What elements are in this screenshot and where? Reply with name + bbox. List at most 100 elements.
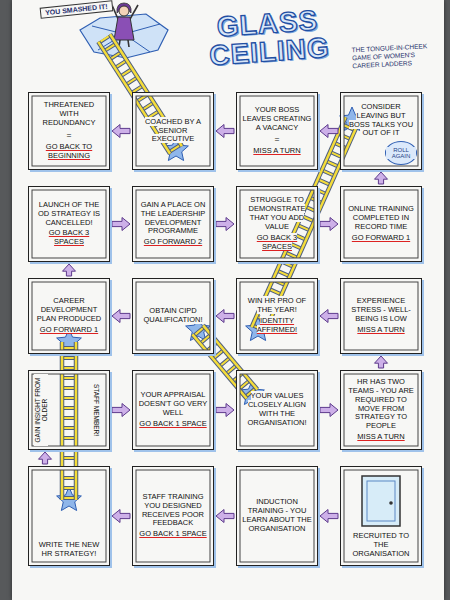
board-square: WRITE THE NEW HR STRATEGY! — [28, 466, 110, 566]
text-holder: WIN HR PRO OF THE YEAR! — [242, 297, 312, 315]
broken-glass — [80, 14, 168, 58]
text-holder: GO FORWARD 2 — [138, 238, 208, 247]
square-text: GAIN A PLACE ON THE LEADERSHIP DEVELOPME… — [141, 200, 206, 236]
text-holder: = — [242, 134, 312, 145]
text-holder: INDUCTION TRAINING - YOU LEARN ABOUT THE… — [242, 498, 312, 533]
text-holder: GO FORWARD 1 — [346, 234, 416, 243]
path-arrow — [63, 264, 76, 276]
board-square: YOUR BOSS LEAVES CREATING A VACANCY=MISS… — [236, 92, 318, 170]
subtitle: THE TONGUE-IN-CHEEK GAME OF WOMEN'S CARE… — [351, 42, 440, 71]
board-title: GLASS CEILING — [184, 4, 353, 71]
square-text: ONLINE TRAINING COMPLETED IN RECORD TIME — [348, 204, 414, 231]
square-text: STRUGGLE TO DEMONSTRATE THAT YOU ADD VAL… — [249, 195, 306, 231]
ladder-rail — [74, 342, 79, 500]
square-text: WIN HR PRO OF THE YEAR! — [248, 296, 306, 314]
text-holder: = — [34, 130, 104, 141]
text-holder: THREATENED WITH REDUNDANCY — [34, 101, 104, 128]
board-square: ONLINE TRAINING COMPLETED IN RECORD TIME… — [340, 186, 422, 262]
square-text: CONSIDER LEAVING BUT BOSS TALKS YOU OUT … — [349, 102, 413, 138]
square-text: YOUR VALUES CLOSELY ALIGN WITH THE ORGAN… — [247, 391, 306, 427]
square-text: WRITE THE NEW HR STRATEGY! — [39, 540, 100, 558]
square-text: COACHED BY A SENIOR EXECUTIVE — [145, 117, 201, 144]
text-holder: MISS A TURN — [346, 433, 416, 442]
equals-sign: = — [275, 134, 280, 144]
ladder-rail — [60, 342, 65, 500]
penalty-instruction: MISS A TURN — [253, 146, 300, 155]
penalty-instruction: GO FORWARD 2 — [144, 237, 202, 246]
text-holder: WRITE THE NEW HR STRATEGY! — [34, 541, 104, 559]
text-holder: GO BACK 3 SPACES — [34, 229, 104, 247]
board-square: STRUGGLE TO DEMONSTRATE THAT YOU ADD VAL… — [236, 186, 318, 262]
square-text: RECRUITED TO THE ORGANISATION — [353, 531, 410, 558]
path-arrow — [320, 310, 338, 323]
ladder-rail — [203, 325, 257, 389]
door-panel — [367, 481, 395, 521]
board-square: CONSIDER LEAVING BUT BOSS TALKS YOU OUT … — [340, 92, 422, 170]
board-square: YOUR APPRAISAL DOESN'T GO VERY WELL GO BA… — [132, 370, 214, 450]
penalty-instruction: MISS A TURN — [357, 432, 404, 441]
penalty-instruction: GO BACK 1 SPACE — [139, 529, 206, 538]
square-text: THREATENED WITH REDUNDANCY — [43, 100, 96, 127]
penalty-instruction: GO BACK 3 SPACES — [257, 233, 297, 251]
path-arrow — [320, 404, 338, 417]
board-square: EXPERIENCE STRESS - WELL-BEING IS LOW MIS… — [340, 278, 422, 354]
dress — [114, 17, 134, 40]
ladder — [192, 325, 257, 398]
square-text: OBTAIN CIPD QUALIFICATION! — [143, 306, 202, 324]
ladder-rungs — [62, 342, 76, 500]
penalty-instruction: GO BACK 1 SPACE — [139, 419, 206, 428]
text-holder: LAUNCH OF THE OD STRATEGY IS CANCELLED! — [34, 201, 104, 228]
square-text: EXPERIENCE STRESS - WELL-BEING IS LOW — [351, 296, 411, 323]
text-holder: GAIN INSIGHT FROM OLDER — [32, 374, 50, 446]
board-square: YOUR VALUES CLOSELY ALIGN WITH THE ORGAN… — [236, 370, 318, 450]
path-arrow — [112, 125, 130, 138]
text-holder: GO BACK 1 SPACE — [138, 420, 208, 429]
text-holder: RECRUITED TO THE ORGANISATION — [346, 532, 416, 559]
text-holder: STRUGGLE TO DEMONSTRATE THAT YOU ADD VAL… — [242, 196, 312, 231]
text-holder: OBTAIN CIPD QUALIFICATION! — [138, 307, 208, 325]
ladder-rail — [61, 342, 64, 500]
penalty-instruction: IDENTITY AFFIRMED! — [257, 316, 297, 334]
path-arrow — [216, 125, 234, 138]
penalty-instruction: MISS A TURN — [357, 325, 404, 334]
path-arrow — [320, 218, 338, 231]
text-holder: HR HAS TWO TEAMS - YOU ARE REQUIRED TO M… — [346, 378, 416, 431]
path-arrow — [112, 510, 130, 523]
ladder-rungs — [61, 342, 77, 500]
text-holder: GO BACK 1 SPACE — [138, 530, 208, 539]
board-square: OBTAIN CIPD QUALIFICATION! — [132, 278, 214, 354]
board-square: LAUNCH OF THE OD STRATEGY IS CANCELLED! G… — [28, 186, 110, 262]
board-square: RECRUITED TO THE ORGANISATION — [340, 466, 422, 566]
win-banner: YOU SMASHED IT! — [40, 0, 113, 19]
text-holder: ROLL AGAIN — [385, 141, 417, 165]
text-holder: GO FORWARD 1 — [34, 326, 104, 335]
ladder-rail — [75, 342, 78, 500]
text-holder: MISS A TURN — [346, 326, 416, 335]
path-arrow — [320, 125, 338, 138]
square-text: HR HAS TWO TEAMS - YOU ARE REQUIRED TO M… — [348, 377, 414, 430]
square-text: INDUCTION TRAINING - YOU LEARN ABOUT THE… — [242, 497, 311, 533]
path-arrow — [112, 404, 130, 417]
path-arrow — [375, 356, 388, 368]
text-holder: YOUR VALUES CLOSELY ALIGN WITH THE ORGAN… — [242, 392, 312, 427]
board-square: CAREER DEVELOPMENT PLAN PRODUCED GO FORWA… — [28, 278, 110, 354]
roll-again-badge: ROLL AGAIN — [386, 147, 416, 160]
vertical-text: GAIN INSIGHT FROM OLDER — [34, 374, 49, 446]
door-icon — [362, 476, 400, 526]
board-square: GAIN A PLACE ON THE LEADERSHIP DEVELOPME… — [132, 186, 214, 262]
square-text: LAUNCH OF THE OD STRATEGY IS CANCELLED! — [38, 200, 100, 227]
text-holder: EXPERIENCE STRESS - WELL-BEING IS LOW — [346, 297, 416, 324]
text-holder: ONLINE TRAINING COMPLETED IN RECORD TIME — [346, 205, 416, 232]
text-holder: MISS A TURN — [242, 147, 312, 156]
board-square: WIN HR PRO OF THE YEAR! IDENTITY AFFIRMED… — [236, 278, 318, 354]
path-arrow — [112, 218, 130, 231]
equals-sign: = — [67, 130, 72, 140]
door-knob — [389, 501, 393, 505]
path-arrow — [112, 310, 130, 323]
path-arrow — [375, 172, 388, 184]
text-holder: CAREER DEVELOPMENT PLAN PRODUCED — [34, 297, 104, 324]
text-holder: GO BACK TO BEGINNING — [34, 143, 104, 161]
square-text: YOUR APPRAISAL DOESN'T GO VERY WELL — [139, 390, 208, 417]
board-square: GAIN INSIGHT FROM OLDERSTAFF MEMBER! — [28, 370, 110, 450]
